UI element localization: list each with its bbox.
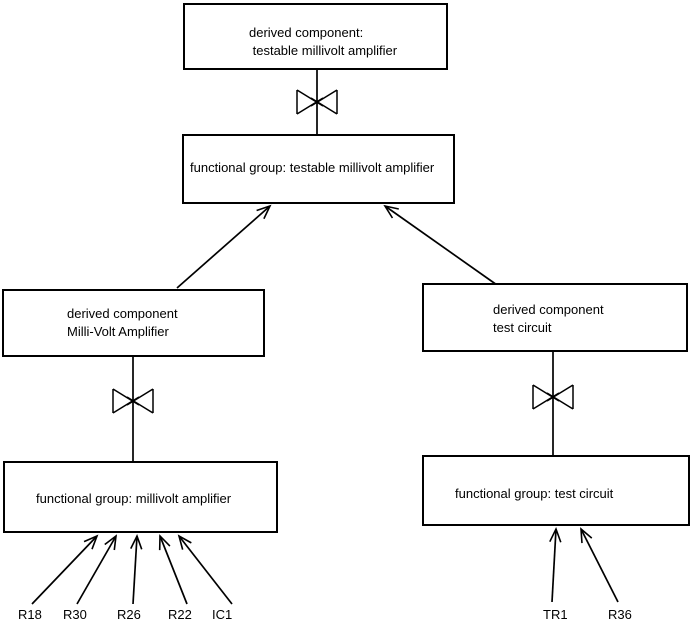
component-label-r36: R36	[608, 607, 632, 622]
component-label-tr1: TR1	[543, 607, 568, 622]
node-label-line: functional group: millivolt amplifier	[36, 491, 232, 506]
node-functional-group-testable-millivolt-amplifier: functional group: testable millivolt amp…	[182, 134, 455, 204]
node-label-line: test circuit	[493, 320, 552, 335]
component-label-r18: R18	[18, 607, 42, 622]
arrow-right-derived-to-top	[383, 204, 498, 286]
node-derived-test-circuit: derived component test circuit	[422, 283, 688, 352]
node-derived-testable-millivolt-amplifier: derived component: testable millivolt am…	[183, 3, 448, 70]
arrow-r18	[31, 534, 99, 605]
node-functional-group-test-circuit: functional group: test circuit	[422, 455, 690, 526]
component-label-r22: R22	[168, 607, 192, 622]
node-label-line: testable millivolt amplifier	[249, 43, 398, 58]
component-label-r26: R26	[117, 607, 141, 622]
node-derived-milli-volt-amplifier: derived component Milli-Volt Amplifier	[2, 289, 265, 357]
node-label-line: derived component	[67, 306, 178, 321]
arrow-r30	[76, 534, 118, 605]
arrow-r26	[130, 533, 143, 605]
arrow-tr1	[549, 526, 562, 603]
bowtie-icon-right	[532, 384, 574, 410]
bowtie-icon-left	[112, 388, 154, 414]
node-functional-group-millivolt-amplifier: functional group: millivolt amplifier	[3, 461, 278, 533]
arrow-r22	[158, 534, 188, 605]
arrow-ic1	[177, 534, 233, 605]
arrow-r36	[580, 527, 619, 603]
node-label-line: functional group: testable millivolt amp…	[190, 160, 435, 175]
node-label-line: derived component	[493, 302, 604, 317]
node-label-line: functional group: test circuit	[455, 486, 614, 501]
node-label-line: Milli-Volt Amplifier	[67, 324, 169, 339]
component-label-ic1: IC1	[212, 607, 233, 622]
arrow-left-derived-to-top	[176, 204, 272, 289]
component-label-r30: R30	[63, 607, 87, 622]
bowtie-icon-top	[296, 89, 338, 115]
node-label-line: derived component:	[249, 25, 364, 40]
